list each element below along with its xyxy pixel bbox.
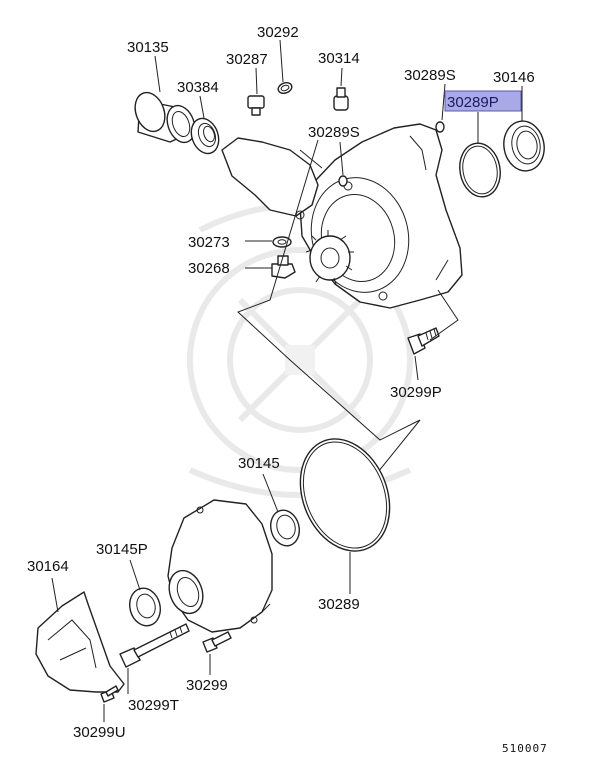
label-30273[interactable]: 30273 <box>188 234 230 251</box>
part-30384-oil-seal[interactable] <box>187 115 224 158</box>
part-30164-cover[interactable] <box>35 591 125 693</box>
part-30145-oil-seal[interactable] <box>267 507 303 549</box>
label-30289S-top[interactable]: 30289S <box>404 67 456 84</box>
part-30135-sleeve[interactable] <box>130 88 200 146</box>
label-30292[interactable]: 30292 <box>257 24 299 41</box>
part-30287-plug[interactable] <box>247 95 265 116</box>
part-30292-gasket[interactable] <box>277 81 294 95</box>
label-30268[interactable]: 30268 <box>188 260 230 277</box>
leader-lines <box>51 39 523 722</box>
part-30299P-bolt[interactable] <box>407 327 440 355</box>
label-30314[interactable]: 30314 <box>318 50 360 67</box>
label-30299[interactable]: 30299 <box>186 677 228 694</box>
label-30135[interactable]: 30135 <box>127 39 169 56</box>
label-30164[interactable]: 30164 <box>27 558 69 575</box>
part-30314-breather[interactable] <box>333 87 349 111</box>
reference-code: 510007 <box>502 742 548 755</box>
speedometer-gear <box>305 230 354 285</box>
label-30384[interactable]: 30384 <box>177 79 219 96</box>
label-30146[interactable]: 30146 <box>493 69 535 86</box>
label-30145[interactable]: 30145 <box>238 455 280 472</box>
adapter-housing[interactable] <box>163 499 273 633</box>
part-30289-o-ring[interactable] <box>284 425 405 564</box>
part-30299-bolt[interactable] <box>202 631 232 653</box>
extension-housing[interactable] <box>221 123 463 309</box>
part-30289P-o-ring[interactable] <box>456 140 505 200</box>
part-30289S-o-ring-top[interactable] <box>435 121 445 133</box>
highlight-30289P <box>444 90 522 112</box>
label-30299T[interactable]: 30299T <box>128 697 179 714</box>
part-labels: 30135 30292 30287 30314 30384 30289S 301… <box>27 24 535 741</box>
label-30289S-mid[interactable]: 30289S <box>308 124 360 141</box>
label-30287[interactable]: 30287 <box>226 51 268 68</box>
part-30145P-oil-seal[interactable] <box>126 585 165 629</box>
part-30146-oil-seal[interactable] <box>500 118 548 174</box>
label-30299P[interactable]: 30299P <box>390 384 442 401</box>
part-30289S-o-ring-mid[interactable] <box>338 175 348 187</box>
part-30299U-bolt[interactable] <box>100 685 119 703</box>
label-30289P[interactable]: 30289P <box>447 94 499 111</box>
label-30299U[interactable]: 30299U <box>73 724 126 741</box>
label-30145P[interactable]: 30145P <box>96 541 148 558</box>
part-30299T-bolt[interactable] <box>119 623 190 668</box>
label-30289[interactable]: 30289 <box>318 596 360 613</box>
assembly-frame-lines <box>237 139 459 473</box>
part-30268-plug[interactable] <box>271 255 296 279</box>
